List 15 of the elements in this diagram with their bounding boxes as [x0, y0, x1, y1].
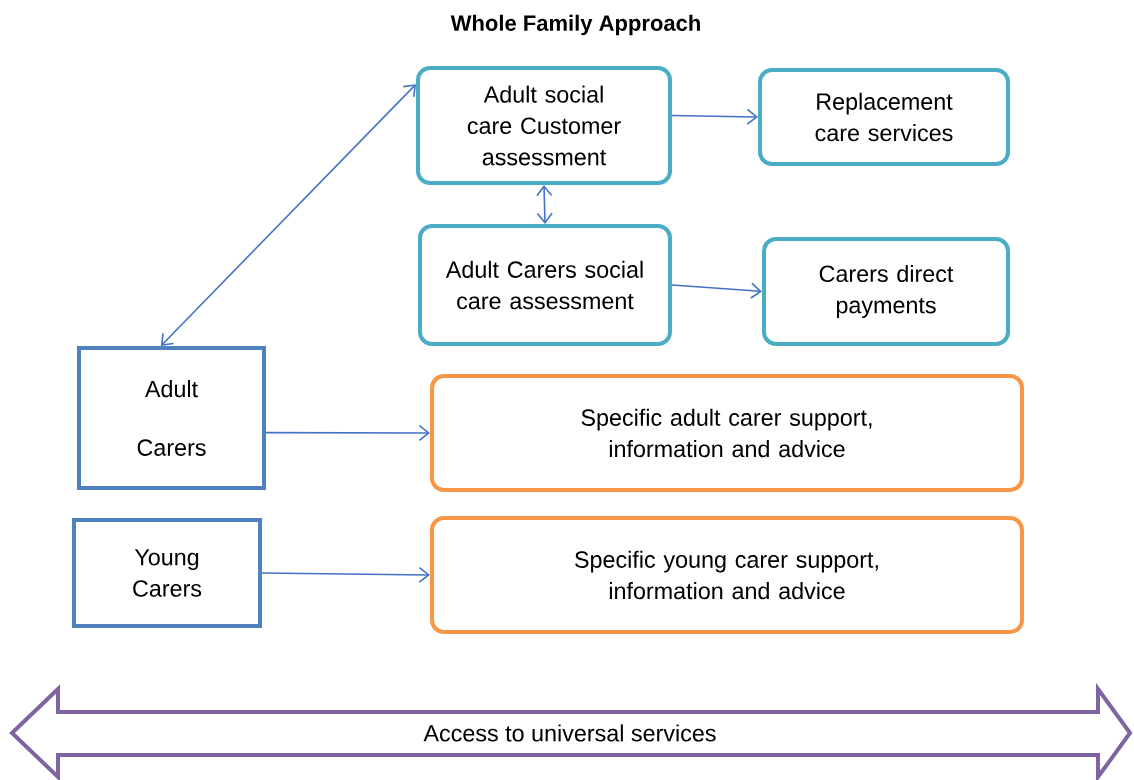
- process-box: Adult Carers social care assessment: [418, 224, 672, 346]
- process-box: Carers direct payments: [762, 237, 1010, 346]
- support-box: Specific young carer support, information and advice: [430, 516, 1024, 634]
- arrow: [160, 84, 416, 346]
- title: Whole Family Approach: [450, 14, 700, 36]
- carer-box: Young Carers: [72, 518, 262, 628]
- arrow: [671, 282, 762, 299]
- process-box: Replacement care services: [758, 68, 1010, 166]
- process-box: Adult social care Customer assessment: [416, 66, 672, 185]
- arrow: [265, 424, 430, 442]
- carer-box: Adult Carers: [77, 346, 266, 490]
- support-box: Specific adult carer support, information and advice: [430, 374, 1024, 492]
- arrow: [671, 108, 758, 125]
- arrow: [536, 184, 553, 224]
- arrow: [261, 566, 430, 583]
